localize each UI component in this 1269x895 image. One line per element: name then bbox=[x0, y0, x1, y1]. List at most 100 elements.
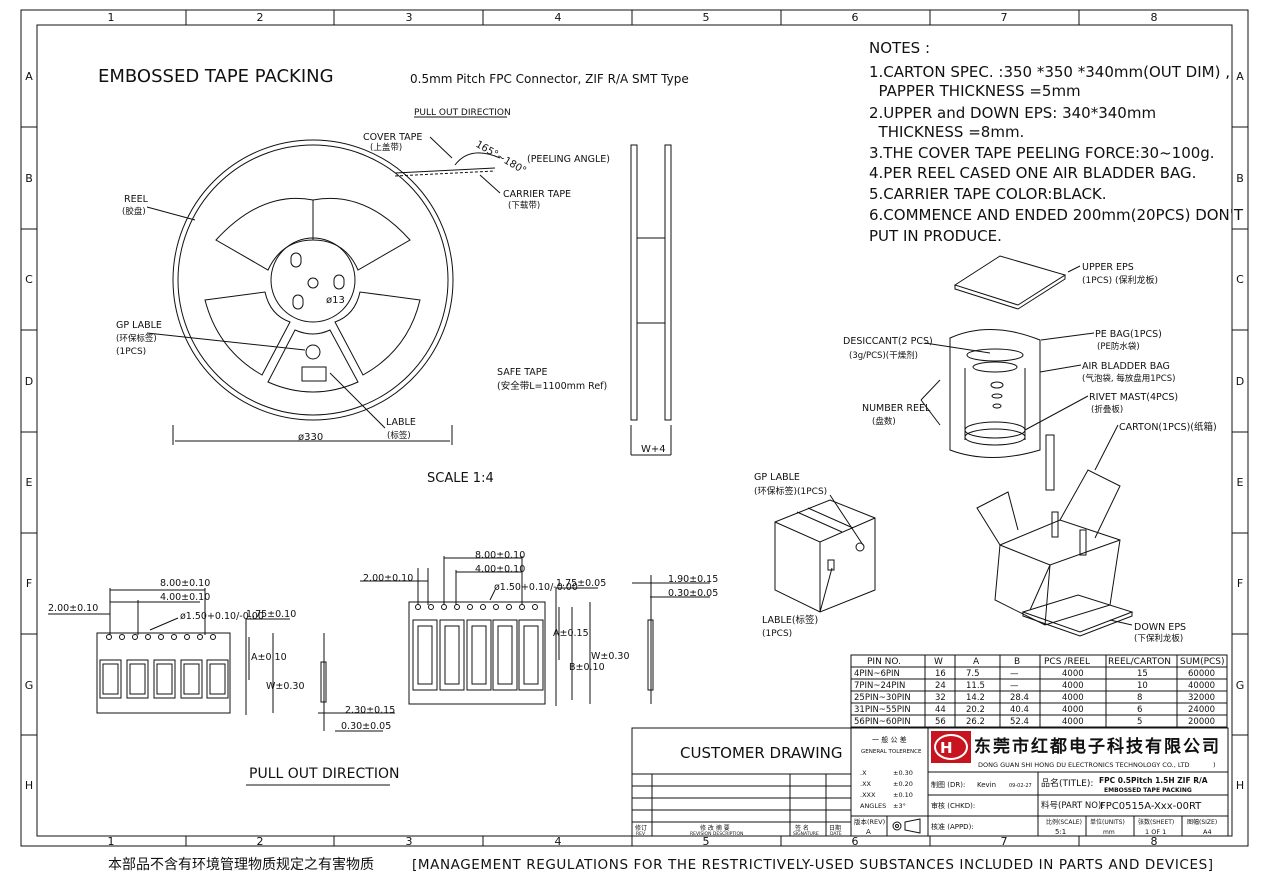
col-label: 2 bbox=[257, 11, 264, 24]
row-label: C bbox=[25, 273, 33, 286]
spec-table bbox=[850, 654, 1228, 728]
table-cell: 56PIN~60PIN bbox=[854, 717, 911, 727]
sheet-value: 1 OF 1 bbox=[1145, 828, 1166, 836]
note-line: 3.THE COVER TAPE PEELING FORCE:30~100g. bbox=[869, 144, 1215, 162]
title-line-2: EMBOSSED TAPE PACKING bbox=[1104, 787, 1192, 794]
pe-bag-zh: (PE防水袋) bbox=[1097, 341, 1140, 352]
note-line: 5.CARRIER TAPE COLOR:BLACK. bbox=[869, 185, 1107, 203]
sheet-label: 张数(SHEET) bbox=[1138, 818, 1174, 826]
air-bag-label: AIR BLADDER BAG bbox=[1082, 361, 1170, 372]
table-header: SUM(PCS) bbox=[1180, 657, 1225, 667]
table-cell: 40.4 bbox=[1010, 705, 1029, 715]
rev-col-en: REV bbox=[636, 831, 646, 837]
col-label: 8 bbox=[1151, 835, 1158, 848]
packing-drawing bbox=[774, 255, 1134, 637]
note-line: 2.UPPER and DOWN EPS: 340*340mm bbox=[869, 104, 1156, 122]
table-cell: — bbox=[1010, 681, 1019, 691]
peeling-angle-label: (PEELING ANGLE) bbox=[527, 154, 610, 165]
number-reel-zh: (盘数) bbox=[872, 416, 896, 427]
row-label: D bbox=[25, 375, 33, 388]
notes-heading: NOTES : bbox=[869, 39, 930, 57]
pe-bag-label: PE BAG(1PCS) bbox=[1095, 329, 1162, 340]
rev-col-en: REVISION DESCRIPTION bbox=[690, 831, 743, 837]
table-row: 56PIN~60PIN 56 26.2 52.4 4000 5 20000 bbox=[854, 717, 1215, 727]
row-label: A bbox=[25, 70, 33, 83]
customer-drawing-label: CUSTOMER DRAWING bbox=[680, 744, 842, 762]
tape-left-t2: 0.30±0.05 bbox=[341, 721, 391, 732]
col-label: 5 bbox=[703, 11, 710, 24]
tape-mid-w: W±0.30 bbox=[591, 651, 630, 662]
tolerance-en: GENERAL TOLERENCE bbox=[861, 749, 922, 755]
row-label: F bbox=[1237, 577, 1243, 590]
tolerance-key: .XX bbox=[860, 780, 872, 788]
desiccant-zh: (3g/PCS)(干燥剂) bbox=[849, 350, 918, 361]
table-cell: 10 bbox=[1137, 681, 1148, 691]
table-cell: 14.2 bbox=[966, 693, 985, 703]
table-cell: 32000 bbox=[1188, 693, 1215, 703]
tolerance-zh: 一 般 公 差 bbox=[872, 735, 907, 744]
table-header: W bbox=[934, 657, 943, 667]
table-cell: 4000 bbox=[1062, 681, 1084, 691]
pull-out-direction-label: PULL OUT DIRECTION bbox=[414, 108, 511, 118]
part-no-label: 料号(PART NO): bbox=[1041, 800, 1104, 811]
rev-col: 日期 bbox=[829, 824, 841, 832]
air-bag-zh: (气泡袋, 每放盘用1PCS) bbox=[1082, 373, 1175, 384]
tape-left-drawing bbox=[48, 588, 395, 732]
col-label: 1 bbox=[108, 835, 115, 848]
tape-left-pitch-8: 8.00±0.10 bbox=[160, 578, 210, 589]
tape-left-pitch-2: 2.00±0.10 bbox=[48, 603, 98, 614]
tolerance-value: ±0.30 bbox=[893, 769, 913, 777]
tolerance-value: ±0.20 bbox=[893, 780, 913, 788]
scale-label: SCALE 1:4 bbox=[427, 471, 494, 486]
row-label: E bbox=[26, 476, 33, 489]
size-label: 图幅(SIZE) bbox=[1187, 818, 1217, 826]
note-line: PAPPER THICKNESS =5mm bbox=[869, 82, 1081, 100]
upper-eps-label: UPPER EPS bbox=[1082, 262, 1134, 273]
box-gp-lable-zh: (环保标签)(1PCS) bbox=[754, 485, 827, 497]
tape-mid-pitch-2: 2.00±0.10 bbox=[363, 573, 413, 584]
table-cell: 7.5 bbox=[966, 669, 980, 679]
company-name-zh: 东莞市红都电子科技有限公司 bbox=[974, 736, 1221, 757]
table-cell: 16 bbox=[935, 669, 946, 679]
col-label: 1 bbox=[108, 11, 115, 24]
table-cell: 7PIN~24PIN bbox=[854, 681, 905, 691]
tape-mid-t2: 0.30±0.05 bbox=[668, 588, 718, 599]
drawing-sheet: 1 2 3 4 5 6 7 8 1 2 3 4 5 6 7 8 A B C D … bbox=[20, 9, 1249, 848]
row-label: E bbox=[1237, 476, 1244, 489]
reel-side-view bbox=[630, 144, 672, 456]
col-label: 4 bbox=[555, 11, 562, 24]
scale-label-tb: 比例(SCALE) bbox=[1046, 818, 1082, 826]
cover-tape-label: COVER TAPE bbox=[363, 132, 422, 143]
col-label: 4 bbox=[555, 835, 562, 848]
reel-lable-zh: (标签) bbox=[387, 430, 411, 441]
table-cell: — bbox=[1010, 669, 1019, 679]
table-row: 31PIN~55PIN 44 20.2 40.4 4000 6 24000 bbox=[854, 705, 1215, 715]
svg-text:H: H bbox=[940, 739, 953, 757]
tape-mid-edge: 1.75±0.05 bbox=[556, 578, 606, 589]
tolerance-key: ANGLES bbox=[860, 802, 886, 810]
row-label: H bbox=[1236, 779, 1244, 792]
down-eps-label: DOWN EPS bbox=[1134, 622, 1186, 633]
note-line: 1.CARTON SPEC. :350 *350 *340mm(OUT DIM)… bbox=[869, 63, 1230, 81]
table-header: A bbox=[973, 657, 980, 667]
row-label: B bbox=[25, 172, 33, 185]
gp-lable-label: GP LABLE bbox=[116, 320, 162, 331]
row-label: C bbox=[1236, 273, 1244, 286]
carrier-tape-zh: (下载带) bbox=[508, 200, 540, 211]
down-eps-zh: (下保利龙板) bbox=[1134, 633, 1183, 644]
table-row: 4PIN~6PIN 16 7.5 — 4000 15 60000 bbox=[854, 669, 1215, 679]
col-label: 5 bbox=[703, 835, 710, 848]
tape-mid-t1: 1.90±0.15 bbox=[668, 574, 718, 585]
row-label: G bbox=[25, 679, 34, 692]
units-label: 单位(UNITS) bbox=[1090, 818, 1125, 826]
rev-label: 版本(REV) bbox=[854, 817, 885, 826]
table-header: PCS /REEL bbox=[1044, 657, 1090, 667]
drawing-title: EMBOSSED TAPE PACKING bbox=[98, 66, 334, 87]
tape-left-pitch-4: 4.00±0.10 bbox=[160, 592, 210, 603]
reel-diameter: ø330 bbox=[298, 432, 323, 443]
size-value: A4 bbox=[1203, 828, 1212, 836]
note-line: THICKNESS =8mm. bbox=[869, 123, 1024, 141]
table-rows: 4PIN~6PIN 16 7.5 — 4000 15 60000 7PIN~24… bbox=[854, 669, 1215, 727]
table-cell: 4000 bbox=[1062, 705, 1084, 715]
title-line-1: FPC 0.5Pitch 1.5H ZIF R/A bbox=[1099, 776, 1208, 785]
